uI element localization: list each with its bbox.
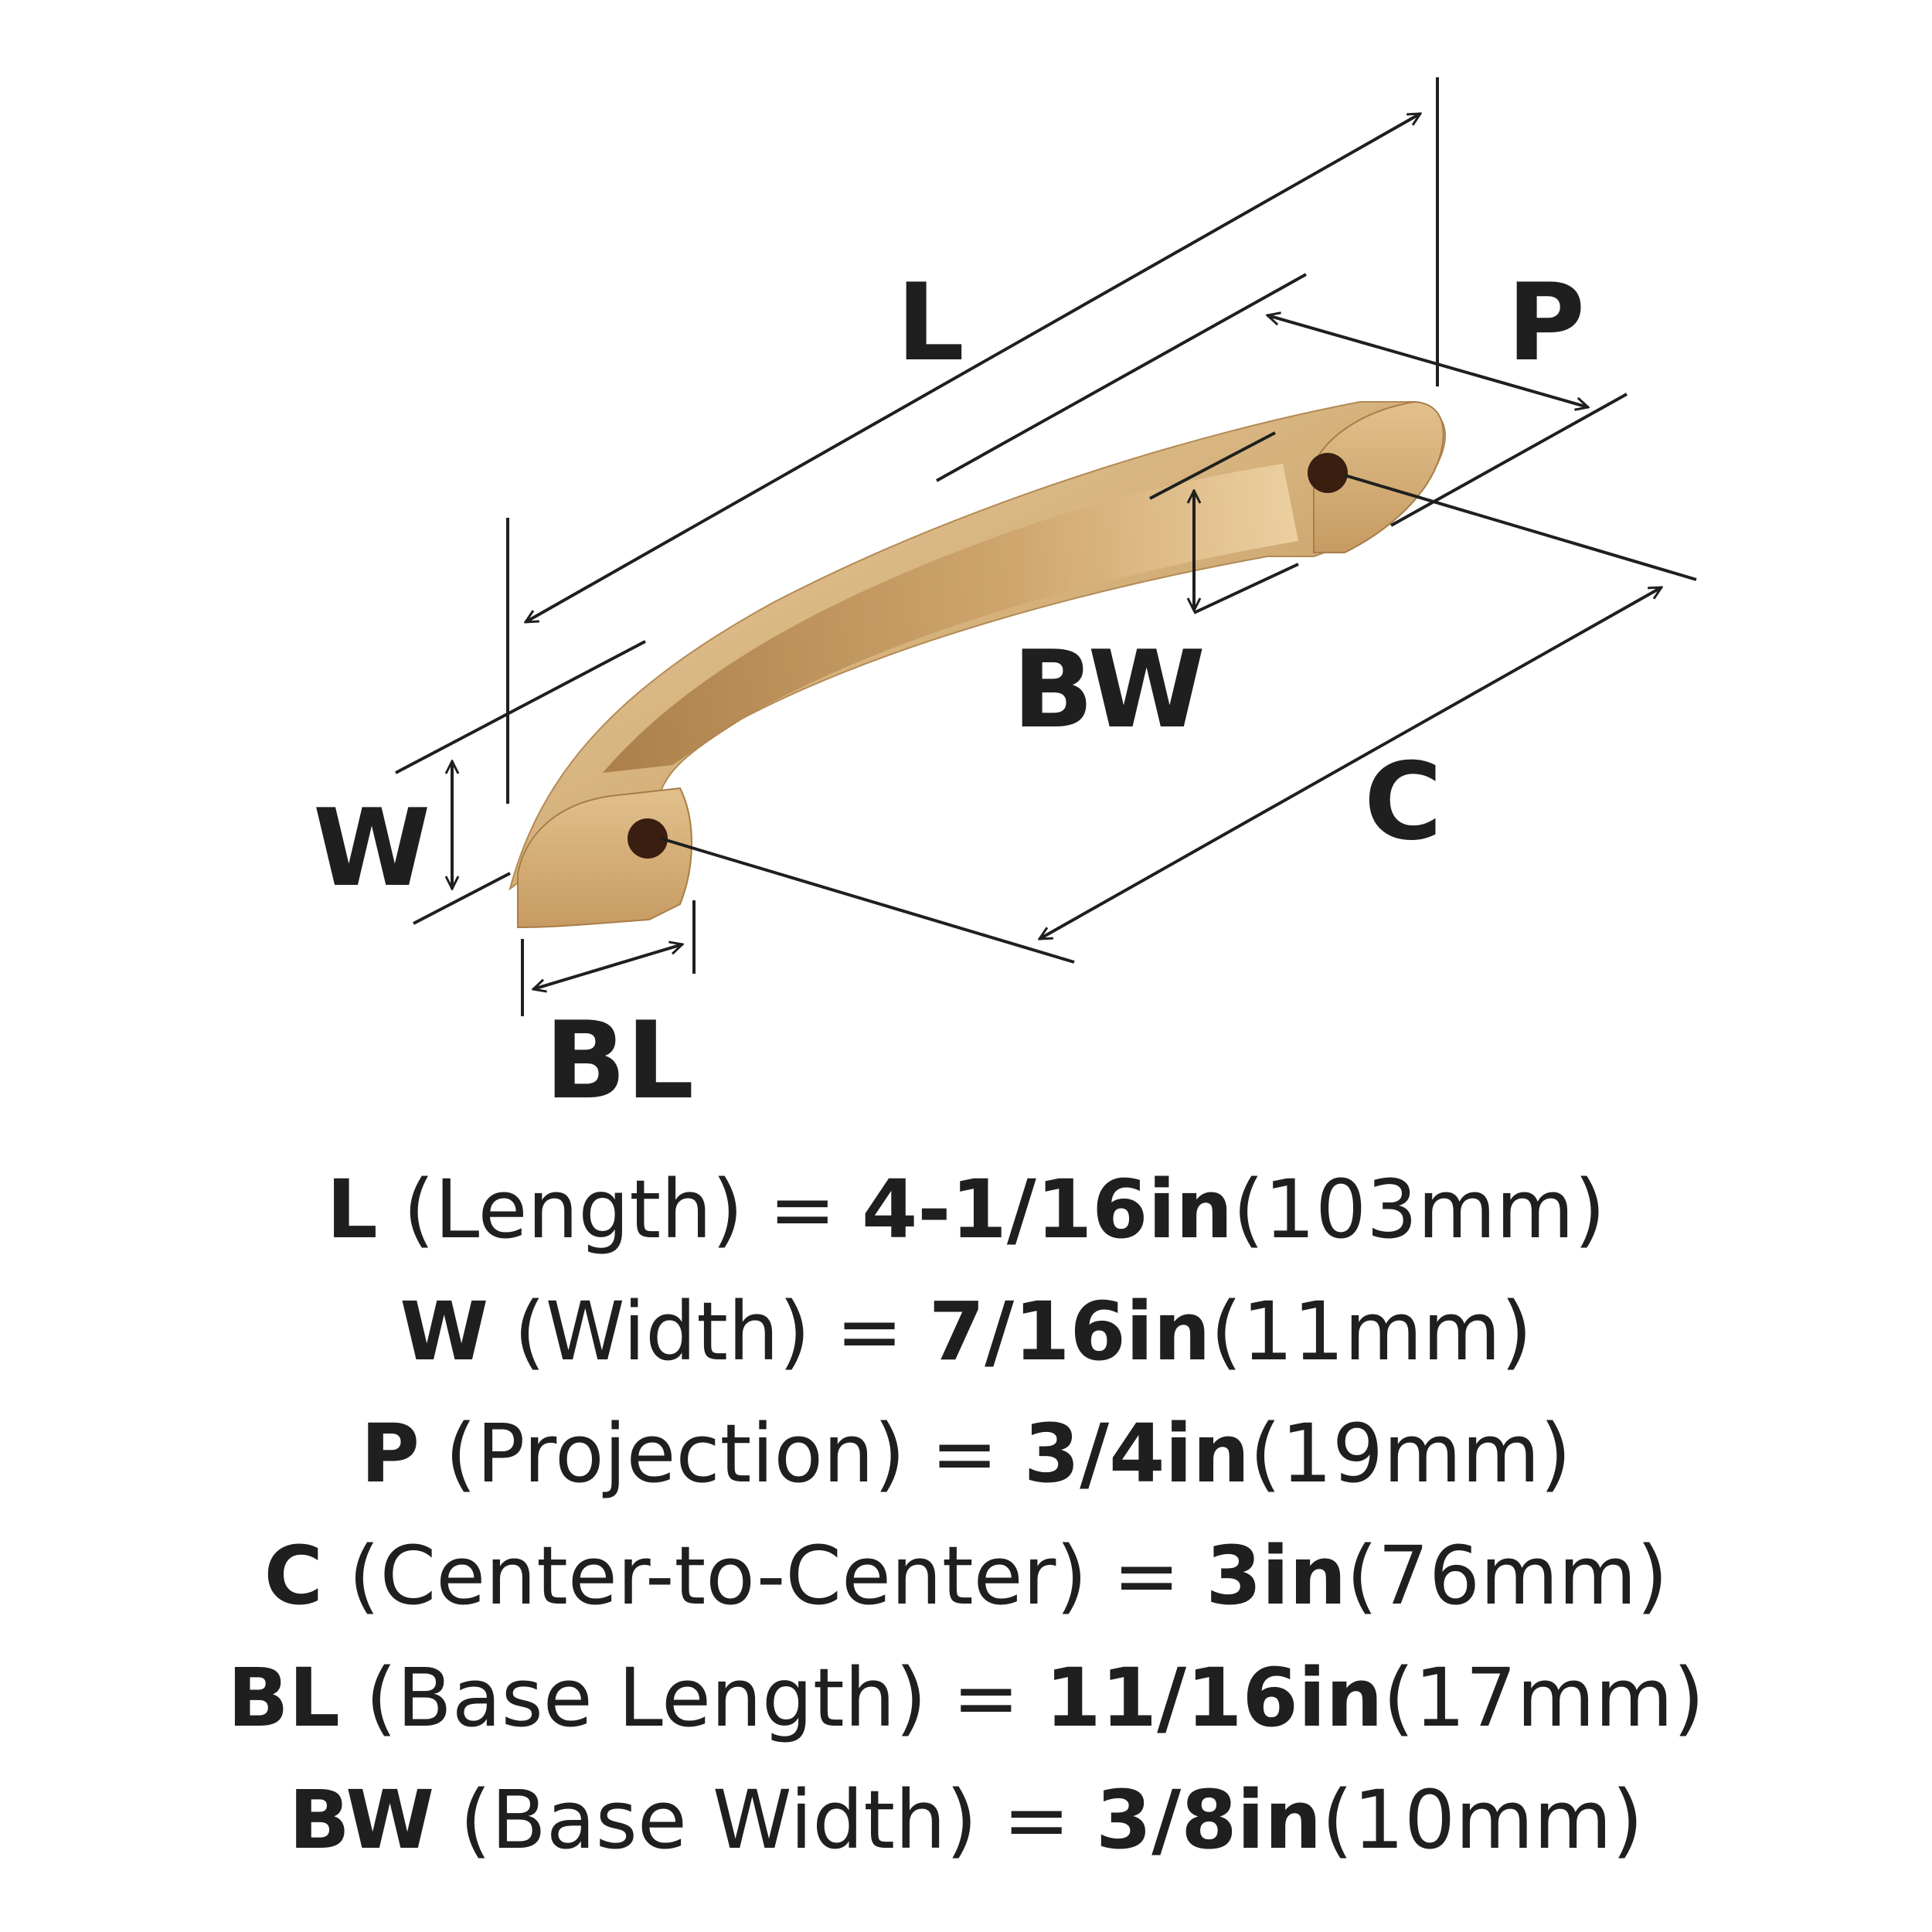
spec-code: BL xyxy=(227,1651,340,1745)
spec-line-center-to-center: C (Center-to-Center) = 3in(76mm) xyxy=(0,1518,1932,1634)
label-C: C xyxy=(1364,740,1442,864)
right-mounting-hole xyxy=(1308,453,1348,493)
spec-metric: (17mm) xyxy=(1383,1651,1705,1745)
spec-metric: (76mm) xyxy=(1346,1529,1668,1623)
label-P: P xyxy=(1507,260,1585,385)
specification-list: L (Length) = 4-1/16in(103mm) W (Width) =… xyxy=(0,1151,1932,1909)
dimension-lines xyxy=(395,77,1697,1016)
spec-line-base-length: BL (Base Length) = 11/16in(17mm) xyxy=(0,1640,1932,1756)
spec-line-projection: P (Projection) = 3/4in(19mm) xyxy=(0,1396,1932,1512)
dimension-diagram: L P BW C W BL xyxy=(313,77,1697,1123)
spec-code: P xyxy=(360,1406,420,1501)
spec-code: BW xyxy=(288,1773,434,1867)
spec-imperial: 11/16in xyxy=(1045,1651,1383,1745)
spec-line-length: L (Length) = 4-1/16in(103mm) xyxy=(0,1151,1932,1267)
spec-imperial: 7/16in xyxy=(928,1284,1211,1379)
spec-description: (Length) = xyxy=(377,1162,862,1257)
left-mounting-hole xyxy=(628,818,668,859)
label-BW: BW xyxy=(1012,628,1206,752)
spec-code: C xyxy=(264,1529,323,1623)
spec-imperial: 3/8in xyxy=(1095,1773,1322,1867)
label-L: L xyxy=(896,260,964,385)
spec-description: (Projection) = xyxy=(419,1406,1024,1501)
spec-line-base-width: BW (Base Width) = 3/8in(10mm) xyxy=(0,1762,1932,1878)
label-W: W xyxy=(313,786,430,910)
spec-description: (Base Width) = xyxy=(434,1773,1096,1867)
spec-metric: (19mm) xyxy=(1250,1406,1572,1501)
spec-imperial: 3/4in xyxy=(1023,1406,1250,1501)
spec-code: L xyxy=(326,1162,378,1257)
spec-code: W xyxy=(400,1284,489,1379)
spec-metric: (103mm) xyxy=(1233,1162,1606,1257)
spec-description: (Base Length) = xyxy=(339,1651,1046,1745)
spec-imperial: 4-1/16in xyxy=(861,1162,1233,1257)
spec-imperial: 3in xyxy=(1206,1529,1347,1623)
label-BL: BL xyxy=(545,998,694,1123)
spec-metric: (10mm) xyxy=(1321,1773,1644,1867)
spec-description: (Center-to-Center) = xyxy=(322,1529,1206,1623)
cabinet-pull-illustration xyxy=(509,400,1446,929)
spec-metric: (11mm) xyxy=(1210,1284,1532,1379)
spec-description: (Width) = xyxy=(488,1284,929,1379)
spec-line-width: W (Width) = 7/16in(11mm) xyxy=(0,1274,1932,1389)
